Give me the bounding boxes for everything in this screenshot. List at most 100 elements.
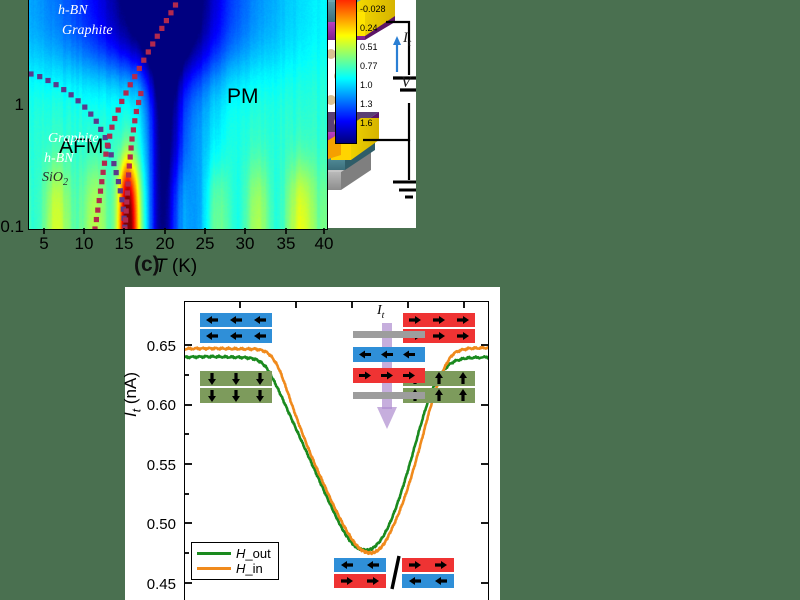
- colorbar-label-6: 1.0: [360, 80, 373, 90]
- arrow-right-icon: [341, 577, 353, 585]
- ytick-0-65: 0.65: [146, 338, 176, 355]
- label-graphite-bottom: Graphite: [48, 131, 99, 146]
- arrow-right-icon: [433, 332, 445, 340]
- xaxis-ticks: [43, 228, 325, 234]
- chart-legend[interactable]: H_out H_in: [191, 542, 279, 580]
- slash-separator: [390, 555, 401, 590]
- series-h-in: [185, 345, 488, 556]
- label-graphite-top: Graphite: [62, 23, 113, 38]
- arrow-right-icon: [457, 332, 469, 340]
- xtick-40: 40: [314, 234, 334, 253]
- arrow-right-icon: [433, 316, 445, 324]
- label-hbn-top: h-BN: [58, 3, 88, 18]
- arrow-right-icon: [403, 371, 415, 380]
- region-label-pm: PM: [227, 85, 259, 108]
- tunneling-current-panel: It (nA) 0.65 0.60 0.55 0.50 0.45: [121, 287, 500, 600]
- phase-boundaries-svg: [29, 2, 179, 229]
- arrow-down-icon: [256, 390, 264, 402]
- yaxis-ticks-c: [184, 344, 192, 584]
- region-label-sp: “SP”: [109, 0, 151, 3]
- spin-bar: [200, 329, 272, 343]
- xtick-30: 30: [235, 234, 255, 253]
- label-sio2: SiO2: [42, 170, 69, 188]
- arrow-left-icon: [230, 332, 242, 340]
- inset-afm-down-green: [200, 371, 272, 403]
- xtick-10: 10: [74, 234, 94, 253]
- circuit: [363, 20, 411, 180]
- label-hbn-bottom: h-BN: [44, 151, 74, 166]
- label-voltage-v: V: [401, 74, 411, 91]
- arrow-down-icon: [232, 373, 240, 385]
- colorbar-label-8: 1.6: [360, 118, 373, 128]
- arrow-up-icon: [435, 372, 443, 384]
- ytick-1: 1: [14, 95, 24, 114]
- legend-entry-h-out[interactable]: H_out: [197, 546, 271, 561]
- arrow-left-icon: [403, 350, 415, 359]
- arrow-up-icon: [435, 389, 443, 401]
- arrow-left-icon: [254, 316, 266, 324]
- colorbar-label-2: -0.028: [360, 4, 386, 14]
- xtick-5: 5: [39, 234, 49, 253]
- battery-symbol: [393, 76, 416, 92]
- junction-svg: [353, 323, 425, 429]
- region-label-afm: AFM: [59, 135, 104, 158]
- panel-c-label: (c): [134, 253, 160, 276]
- arrow-down-icon: [232, 390, 240, 402]
- arrow-left-icon: [435, 577, 447, 585]
- xtick-15: 15: [114, 234, 134, 253]
- arrow-down-icon: [208, 390, 216, 402]
- bottom-electrode: [353, 392, 425, 399]
- colorbar-label-7: 1.3: [360, 99, 373, 109]
- arrow-left-icon: [381, 350, 393, 359]
- arrow-up-icon: [459, 372, 467, 384]
- ytick-0-60: 0.60: [146, 397, 176, 414]
- yaxis-ticks-right-c: [481, 344, 489, 584]
- legend-swatch-h-out: [197, 552, 231, 555]
- phase-diagram-heatmap: “SP” AFM PM: [28, 0, 328, 230]
- ytick-0-55: 0.55: [146, 457, 176, 474]
- xaxis-label: T (K): [155, 256, 198, 277]
- spin-bar: [334, 574, 386, 588]
- arrow-left-icon: [367, 561, 379, 569]
- arrow-left-icon: [341, 561, 353, 569]
- arrow-left-icon: [206, 332, 218, 340]
- arrow-right-icon: [409, 316, 421, 324]
- ytick-0-45: 0.45: [146, 576, 176, 593]
- spin-bar: [200, 388, 272, 403]
- legend-swatch-h-in: [197, 567, 231, 570]
- xaxis-ticks-c: [239, 301, 465, 308]
- arrow-up-icon: [459, 389, 467, 401]
- arrow-left-icon: [206, 316, 218, 324]
- arrow-left-icon: [254, 332, 266, 340]
- xtick-25: 25: [195, 234, 215, 253]
- tunneling-current-arrow: [393, 36, 401, 72]
- arrow-left-icon: [230, 316, 242, 324]
- arrow-left-icon: [359, 350, 371, 359]
- top-electrode: [353, 331, 425, 338]
- arrow-down-icon: [208, 373, 216, 385]
- legend-label-h-in: H_in: [236, 561, 263, 576]
- xtick-20: 20: [155, 234, 175, 253]
- tunneling-curve-plot: [184, 301, 489, 600]
- arrow-right-icon: [367, 577, 379, 585]
- spin-bar: [334, 558, 386, 572]
- ytick-0-50: 0.50: [146, 516, 176, 533]
- colorbar-label-5: 0.77: [360, 61, 378, 71]
- arrow-down-icon: [256, 373, 264, 385]
- spin-bar: [200, 371, 272, 386]
- arrow-right-icon: [409, 561, 421, 569]
- arrow-right-icon: [381, 371, 393, 380]
- spin-bar: [200, 313, 272, 327]
- colorbar-label-4: 0.51: [360, 42, 378, 52]
- spin-bar: [402, 558, 454, 572]
- phase-diagram-panel: “SP” AFM PM 5 10 15 20 25 30 35 40 0.1 1…: [0, 0, 386, 290]
- xtick-35: 35: [276, 234, 296, 253]
- series-h-out: [185, 354, 488, 553]
- colorbar: [335, 0, 357, 144]
- junction-current-label: It: [377, 303, 385, 321]
- arrow-left-icon: [409, 577, 421, 585]
- legend-entry-h-in[interactable]: H_in: [197, 561, 271, 576]
- spin-bar: [402, 574, 454, 588]
- arrow-right-icon: [457, 316, 469, 324]
- inset-afm-state-left: [334, 558, 386, 588]
